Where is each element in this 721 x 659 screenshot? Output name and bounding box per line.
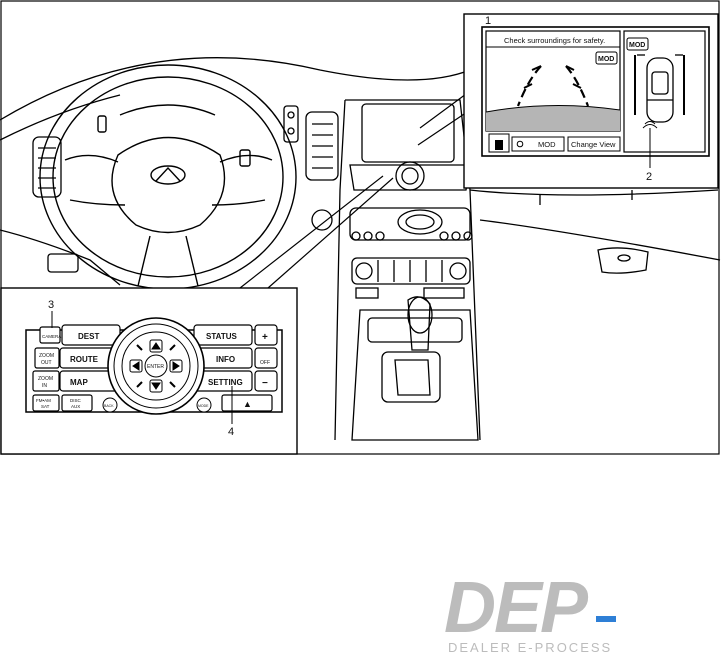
status-button-label: STATUS (206, 332, 237, 341)
map-button-label: MAP (70, 378, 88, 387)
multi-function-dial[interactable] (107, 317, 205, 415)
controller-inset (0, 287, 298, 455)
zoom-in-line1: ZOOM (38, 376, 53, 382)
up-arrow-icon (149, 339, 163, 353)
callout-4: 4 (228, 426, 234, 438)
zoom-out-line2: OUT (41, 360, 52, 366)
safety-warning-text: Check surroundings for safety. (504, 36, 605, 45)
zoom-out-line1: ZOOM (39, 353, 54, 359)
setting-button-label: SETTING (208, 378, 243, 387)
eject-icon: ▲ (243, 399, 252, 409)
mod-badge-left-text: MOD (598, 56, 614, 63)
watermark-tagline: DEALER E-PROCESS (448, 640, 612, 655)
fm-am-line1: FM•AM (36, 398, 51, 403)
fm-am-line2: SAT (41, 404, 50, 409)
mod-button-label: MOD (538, 140, 556, 149)
dest-button-label: DEST (78, 332, 99, 341)
back-button-label: BACK (104, 404, 114, 408)
change-view-button[interactable] (567, 136, 621, 152)
dial-center-label: ENTER (147, 364, 164, 370)
car-top-view-icon (634, 54, 685, 123)
callout-2: 2 (646, 171, 652, 183)
mod-badge-right (626, 37, 649, 51)
volume-plus-label: + (262, 332, 268, 343)
camera-button-label: CAMERA (42, 334, 61, 339)
down-arrow-icon (149, 379, 163, 393)
mod-badge-left (595, 51, 618, 65)
mod-button[interactable] (511, 136, 565, 152)
sensor-icon (642, 121, 658, 129)
zoom-in-line2: IN (42, 383, 47, 389)
left-buttons (32, 324, 121, 412)
mod-badge-right-text: MOD (629, 42, 645, 49)
infiniti-emblem-icon (150, 165, 186, 185)
watermark-accent (596, 616, 616, 622)
back-button[interactable] (102, 397, 118, 413)
route-button-label: ROUTE (70, 355, 99, 364)
callout-3: 3 (48, 299, 54, 311)
voice-off-label: OFF (260, 360, 270, 366)
disc-aux-line1: DISC (70, 398, 82, 403)
right-buttons (193, 324, 278, 412)
watermark-logo-text: DEP (444, 568, 589, 648)
info-button-label: INFO (216, 355, 235, 364)
left-arrow-icon (129, 359, 143, 373)
disc-aux-line2: AUX (71, 404, 80, 409)
mode-button[interactable] (196, 397, 212, 413)
dial-arrows (129, 339, 183, 393)
mode-button-label: MODE (198, 404, 209, 408)
callout-1: 1 (485, 15, 491, 27)
change-view-label: Change View (571, 140, 616, 149)
dep-watermark-logo: DEP DEALER E-PROCESS (444, 568, 616, 655)
parking-guide-lines (516, 65, 590, 107)
display-inset (463, 13, 719, 189)
volume-minus-label: − (262, 378, 268, 389)
right-arrow-icon (169, 359, 183, 373)
